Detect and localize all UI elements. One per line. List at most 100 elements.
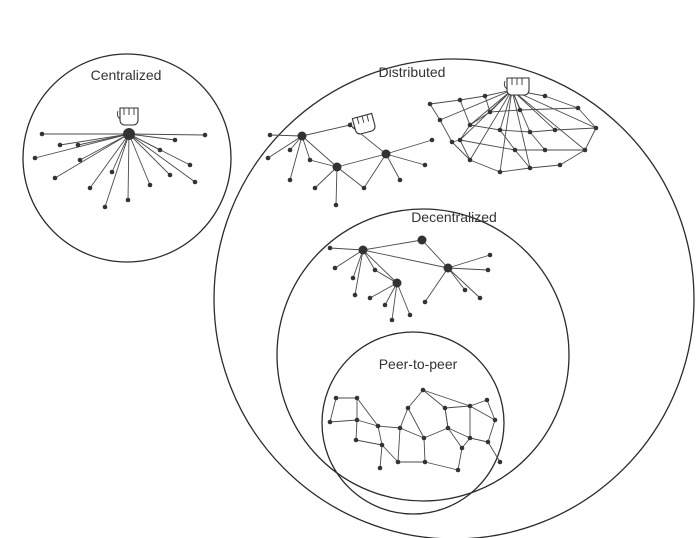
- distributed-edge: [459, 124, 471, 141]
- peer-to-peer-edge: [444, 405, 471, 409]
- distributed-circle: [213, 58, 695, 538]
- distributed-node: [312, 185, 318, 191]
- peer-to-peer-circle: [321, 331, 505, 515]
- centralized-edge: [128, 133, 171, 176]
- decentralized-node: [327, 245, 333, 251]
- peer-to-peer-edge: [407, 389, 424, 409]
- peer-to-peer-node: [379, 442, 385, 448]
- centralized-edge: [128, 133, 196, 183]
- distributed-node: [467, 122, 473, 128]
- distributed-edge: [544, 95, 579, 109]
- peer-to-peer-edge: [407, 407, 425, 439]
- peer-to-peer-label: Peer-to-peer: [379, 356, 458, 372]
- peer-to-peer-edge: [397, 427, 401, 463]
- centralized-edge: [127, 133, 130, 201]
- distributed-edge: [529, 164, 561, 169]
- centralized-node: [125, 197, 131, 203]
- decentralized-edge: [396, 282, 411, 316]
- distributed-edge: [489, 109, 521, 113]
- distributed-edge: [511, 89, 531, 169]
- distributed-edge: [459, 139, 471, 161]
- centralized-node: [157, 147, 163, 153]
- peer-to-peer-edge: [487, 441, 501, 463]
- fist-icon: [116, 107, 139, 126]
- distributed-label: Distributed: [379, 64, 446, 80]
- peer-to-peer-edge: [329, 397, 337, 423]
- centralized-hub-node: [123, 128, 135, 140]
- distributed-hub-node: [381, 149, 391, 159]
- centralized-node: [147, 182, 153, 188]
- distributed-edge: [511, 89, 586, 151]
- decentralized-edge: [362, 239, 423, 251]
- distributed-edge: [469, 159, 501, 173]
- distributed-node: [397, 177, 403, 183]
- peer-to-peer-network: [327, 387, 503, 473]
- centralized-edge: [104, 133, 130, 208]
- decentralized-edge: [334, 249, 364, 269]
- centralized-edge: [54, 133, 130, 179]
- peer-to-peer-edge: [469, 399, 488, 407]
- distributed-edge: [363, 153, 387, 189]
- distributed-edge: [469, 124, 501, 131]
- centralized-node: [167, 172, 173, 178]
- decentralized-edge: [329, 247, 364, 251]
- peer-to-peer-edge: [355, 419, 358, 441]
- centralized-edge: [89, 133, 130, 189]
- distributed-node: [482, 93, 488, 99]
- peer-to-peer-edge: [329, 419, 358, 423]
- peer-to-peer-node: [395, 459, 401, 465]
- centralized-node: [75, 142, 81, 148]
- distributed-hub-node: [332, 162, 342, 172]
- centralized-edge: [34, 133, 130, 159]
- peer-to-peer-edge: [356, 397, 379, 427]
- peer-to-peer-node: [467, 403, 473, 409]
- peer-to-peer-edge: [444, 407, 449, 429]
- centralized-node: [192, 179, 198, 185]
- decentralized-hub-node: [358, 245, 368, 255]
- decentralized-circle: [276, 208, 570, 502]
- distributed-edge: [499, 167, 531, 173]
- distributed-node: [517, 107, 523, 113]
- fist-icon: [350, 112, 376, 135]
- peer-to-peer-node: [492, 417, 498, 423]
- peer-to-peer-node: [397, 425, 403, 431]
- peer-to-peer-node: [442, 405, 448, 411]
- distributed-node: [497, 169, 503, 175]
- decentralized-node: [422, 299, 428, 305]
- distributed-edge: [385, 139, 433, 155]
- distributed-node: [267, 132, 273, 138]
- distributed-node: [457, 137, 463, 143]
- decentralized-node: [372, 267, 378, 273]
- decentralized-node: [407, 312, 413, 318]
- peer-to-peer-node: [327, 419, 333, 425]
- distributed-edge: [336, 166, 365, 189]
- distributed-node: [582, 147, 588, 153]
- distributed-edge: [451, 141, 471, 161]
- distributed-node: [422, 162, 428, 168]
- distributed-node: [575, 105, 581, 111]
- centralized-node: [187, 162, 193, 168]
- peer-to-peer-edge: [381, 444, 399, 463]
- distributed-edge: [499, 89, 513, 131]
- peer-to-peer-edge: [469, 437, 489, 443]
- distributed-node: [542, 93, 548, 99]
- distributed-edge: [309, 159, 338, 168]
- peer-to-peer-node: [445, 425, 451, 431]
- decentralized-edge: [447, 267, 481, 299]
- centralized-edge: [128, 133, 206, 136]
- peer-to-peer-edge: [422, 389, 446, 409]
- centralized-label: Centralized: [91, 67, 162, 83]
- peer-to-peer-edge: [447, 427, 463, 449]
- distributed-node: [437, 117, 443, 123]
- centralized-node: [52, 175, 58, 181]
- decentralized-edge: [447, 267, 489, 271]
- centralized-circle: [22, 53, 232, 263]
- distributed-node: [265, 155, 271, 161]
- distributed-edge: [429, 103, 441, 121]
- distributed-edge: [469, 89, 513, 161]
- decentralized-hub-node: [417, 235, 427, 245]
- centralized-node: [77, 157, 83, 163]
- centralized-edge: [128, 133, 176, 141]
